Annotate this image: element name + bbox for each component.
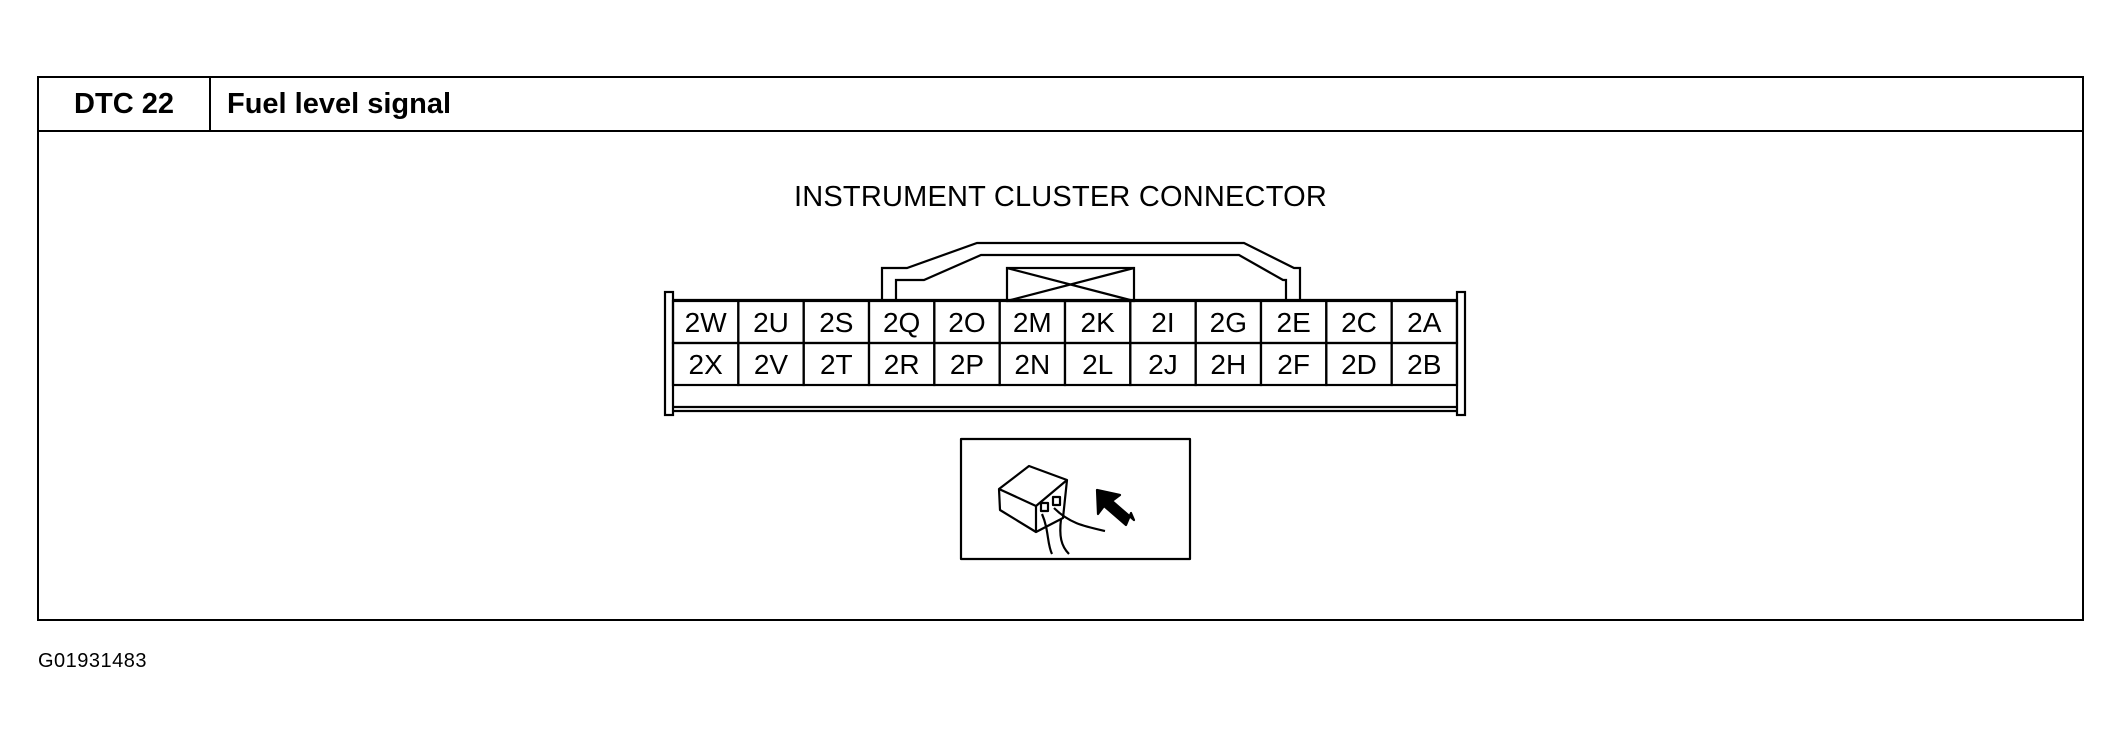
pin-label-2j: 2J: [1148, 349, 1178, 380]
dtc-title: Fuel level signal: [227, 88, 452, 120]
pin-cell-2b: [1390, 341, 1459, 387]
pin-label-2h: 2H: [1210, 349, 1246, 380]
cross-box: [1005, 266, 1136, 303]
pin-grid: 2W 2U 2S 2Q 2O 2M 2K 2I 2G 2E 2C 2A 2X 2V 2T 2R 2P 2N 2L 2J…: [671, 299, 1459, 387]
pin-label-2k: 2K: [1081, 307, 1116, 338]
figure-id: G01931483: [38, 650, 148, 672]
pin-label-2a: 2A: [1407, 307, 1442, 338]
pin-label-2m: 2M: [1013, 307, 1052, 338]
pin-label-2p: 2P: [950, 349, 984, 380]
dtc-panel: DTC 22 Fuel level signal INSTRUMENT CLUS…: [37, 76, 2084, 621]
pin-label-2c: 2C: [1341, 307, 1377, 338]
pin-label-2u: 2U: [753, 307, 789, 338]
pin-label-2w: 2W: [685, 307, 728, 338]
pin-label-2n: 2N: [1014, 349, 1050, 380]
pin-label-2r: 2R: [884, 349, 920, 380]
pin-label-2d: 2D: [1341, 349, 1377, 380]
pin-label-2i: 2I: [1151, 307, 1174, 338]
pin-label-2e: 2E: [1277, 307, 1311, 338]
bracket-wire: [880, 241, 1302, 301]
connector-diagram: 2W 2U 2S 2Q 2O 2M 2K 2I 2G 2E 2C 2A 2X 2V 2T 2R 2P 2N 2L 2J…: [663, 241, 1467, 561]
pin-label-2f: 2F: [1277, 349, 1310, 380]
pin-label-2v: 2V: [754, 349, 789, 380]
pin-label-2b: 2B: [1407, 349, 1441, 380]
connector-caption: INSTRUMENT CLUSTER CONNECTOR: [793, 181, 1327, 213]
probe-icon: [959, 437, 1192, 561]
pin-label-2s: 2S: [819, 307, 853, 338]
pin-label-2g: 2G: [1210, 307, 1247, 338]
pin-label-2t: 2T: [820, 349, 853, 380]
pin-label-2l: 2L: [1082, 349, 1113, 380]
pin-label-2o: 2O: [948, 307, 985, 338]
pin-label-2x: 2X: [689, 349, 724, 380]
dtc-code: DTC 22: [39, 78, 211, 130]
dtc-header: DTC 22 Fuel level signal: [39, 78, 2082, 132]
pin-label-2q: 2Q: [883, 307, 920, 338]
